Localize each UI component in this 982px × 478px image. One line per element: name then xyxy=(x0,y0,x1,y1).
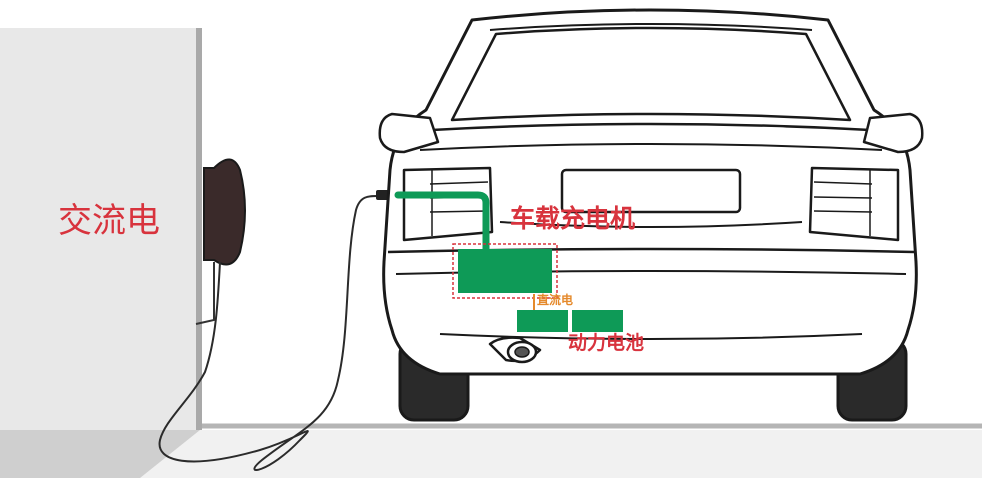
battery-pack-left xyxy=(517,310,568,332)
onboard-charger-box xyxy=(458,249,552,293)
trunk-edge xyxy=(431,122,871,132)
exhaust-pipe xyxy=(488,336,542,364)
onboard-charger-outline xyxy=(452,243,558,299)
ac-connection-line xyxy=(394,191,490,254)
onboard-charger-label: 车载充电机 xyxy=(510,204,636,233)
wall xyxy=(0,28,202,478)
right-tail-light xyxy=(808,166,900,242)
power-battery-label: 动力电池 xyxy=(568,332,645,354)
battery-pack-right xyxy=(572,310,623,332)
car xyxy=(378,8,924,422)
left-mirror xyxy=(378,112,440,154)
license-plate xyxy=(560,168,742,214)
charging-cable xyxy=(158,195,379,472)
left-tail-light xyxy=(402,166,494,242)
floor xyxy=(0,430,982,478)
dc-label: 直流电 xyxy=(537,293,574,307)
right-mirror xyxy=(862,112,924,154)
rear-window xyxy=(450,26,852,122)
wall-charger xyxy=(195,158,246,325)
ac-label: 交流电 xyxy=(58,201,160,241)
